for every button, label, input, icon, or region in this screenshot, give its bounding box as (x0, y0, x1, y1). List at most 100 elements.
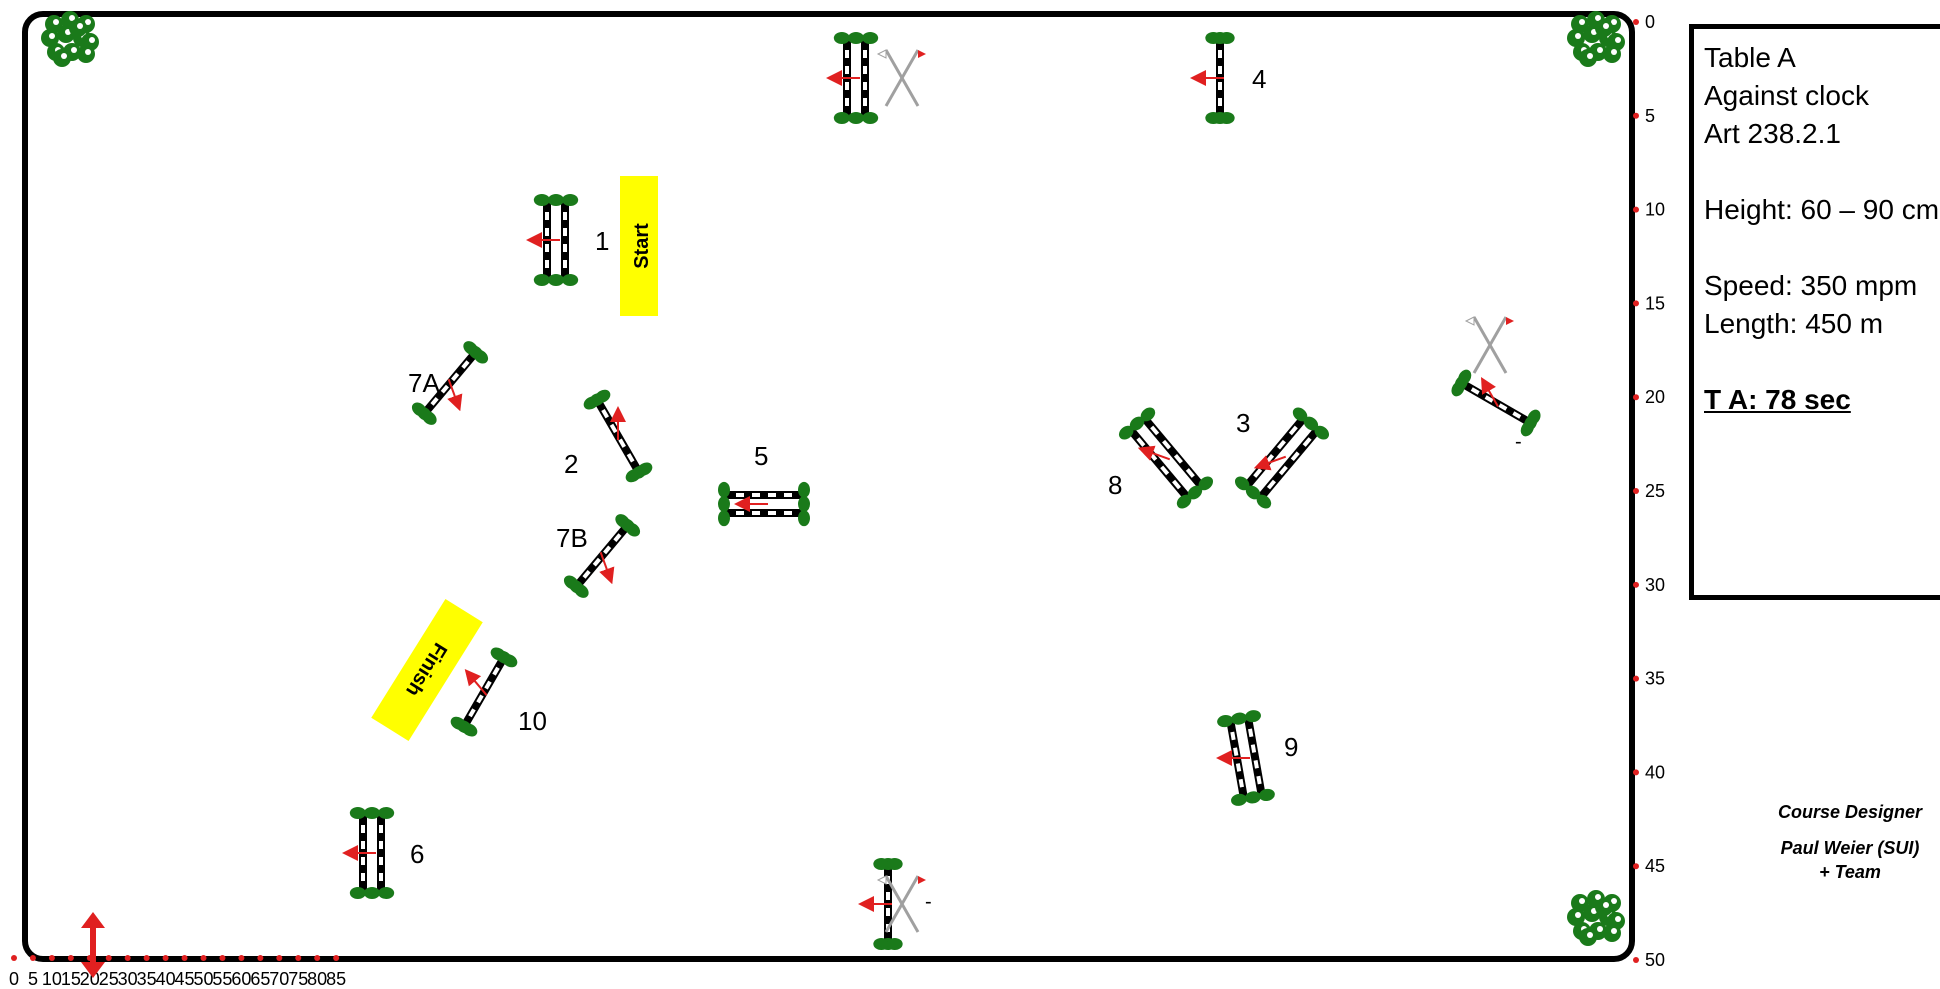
y-tick-label: 20 (1645, 387, 1665, 407)
x-tick-mark (29, 955, 36, 961)
x-tick-label: 80 (307, 969, 327, 989)
x-tick-mark (276, 955, 283, 961)
x-tick-mark (333, 955, 340, 961)
x-tick-label: 25 (99, 969, 119, 989)
x-tick-label: 75 (288, 969, 308, 989)
crossed-poles (876, 49, 1514, 933)
x-tick-mark (314, 955, 321, 961)
y-tick-label: 15 (1645, 293, 1665, 313)
y-tick-label: 40 (1645, 762, 1665, 782)
y-tick-label: 10 (1645, 200, 1665, 220)
dash-mark: - (1515, 431, 1522, 453)
fence-label-10: 10 (518, 706, 547, 736)
start-banner: Start (620, 176, 658, 316)
x-tick-label: 0 (9, 969, 19, 989)
fence-label-2: 2 (564, 449, 578, 479)
x-tick-label: 55 (212, 969, 232, 989)
fence-label-9: 9 (1284, 732, 1298, 762)
x-tick-mark (295, 955, 302, 961)
x-tick-mark (11, 955, 17, 961)
fence-label-7b: 7B (556, 523, 588, 553)
fences (342, 32, 1541, 950)
fence-label-5: 5 (754, 441, 768, 471)
x-tick-mark (257, 955, 264, 961)
fence-2 (583, 389, 653, 483)
speed-info: Speed: 350 mpm (1704, 270, 1918, 301)
x-tick-label: 40 (156, 969, 176, 989)
table-type: Table A (1704, 42, 1796, 73)
height-info: Height: 60 – 90 cm (1704, 194, 1940, 225)
y-tick-mark (1633, 581, 1639, 588)
x-tick-mark (200, 955, 207, 961)
y-tick-label: 35 (1645, 669, 1665, 689)
fence-4 (1190, 32, 1235, 124)
start-label: Start (631, 223, 653, 269)
arena-border (22, 11, 1635, 962)
y-tick-label: 30 (1645, 575, 1665, 595)
y-tick-mark (1633, 675, 1639, 682)
fence-7b (563, 514, 641, 598)
fence-entry (826, 32, 879, 124)
y-tick-label: 5 (1645, 106, 1655, 126)
x-tick-mark (238, 955, 245, 961)
fence-8 (1118, 407, 1214, 509)
fence-6 (342, 807, 395, 899)
y-axis: 0 5 10 15 20 25 30 35 40 45 50 (1633, 12, 1665, 970)
x-tick-label: 15 (61, 969, 81, 989)
time-allowed: T A: 78 sec (1704, 384, 1851, 415)
y-tick-mark (1633, 206, 1639, 213)
x-tick-mark (124, 955, 131, 961)
x-tick-mark (105, 955, 112, 961)
x-tick-label: 50 (193, 969, 213, 989)
flower-bed-top-right (1567, 11, 1625, 67)
y-tick-label: 50 (1645, 950, 1665, 970)
x-tick-label: 35 (137, 969, 157, 989)
fence-3 (1234, 407, 1330, 509)
fence-label-8: 8 (1108, 470, 1122, 500)
x-tick-mark (143, 955, 150, 961)
fence-label-4: 4 (1252, 64, 1266, 94)
y-tick-mark (1633, 863, 1639, 870)
article: Art 238.2.1 (1704, 118, 1841, 149)
y-tick-mark (1633, 488, 1639, 495)
x-tick-label: 85 (326, 969, 346, 989)
course-designer-title: Course Designer (1777, 802, 1923, 822)
fence-1 (526, 194, 579, 286)
course-designer-name: Paul Weier (SUI) (1780, 838, 1920, 858)
x-tick-label: 65 (250, 969, 270, 989)
clock-type: Against clock (1704, 80, 1869, 111)
fence-7a (411, 341, 489, 425)
flower-bed-top-left (41, 11, 99, 67)
x-tick-mark (162, 955, 169, 961)
fence-label-7a: 7A (408, 368, 440, 398)
x-tick-label: 5 (28, 969, 38, 989)
x-tick-mark (219, 955, 226, 961)
fence-label-6: 6 (410, 839, 424, 869)
y-tick-mark (1633, 300, 1639, 307)
x-tick-mark (48, 955, 55, 961)
y-tick-label: 0 (1645, 12, 1655, 32)
y-tick-mark (1633, 957, 1639, 964)
fence-9 (1215, 710, 1275, 806)
x-tick-label: 70 (269, 969, 289, 989)
x-tick-label: 10 (42, 969, 62, 989)
x-tick-label: 30 (118, 969, 138, 989)
flower-bed-bottom-right (1567, 890, 1625, 946)
y-tick-label: 45 (1645, 856, 1665, 876)
fence-right (1451, 369, 1541, 437)
course-designer-team: + Team (1819, 862, 1881, 882)
fence-10 (450, 647, 518, 737)
course-info-box: Table A Against clock Art 238.2.1 Height… (1689, 24, 1940, 600)
x-tick-label: 45 (175, 969, 195, 989)
fence-label-3: 3 (1236, 408, 1250, 438)
fence-bottom (858, 858, 903, 950)
fence-label-1: 1 (595, 226, 609, 256)
x-tick-mark (67, 955, 74, 961)
dash-mark: - (925, 891, 932, 913)
y-tick-mark (1633, 19, 1639, 25)
y-tick-mark (1633, 394, 1639, 401)
y-tick-label: 25 (1645, 481, 1665, 501)
y-tick-mark (1633, 112, 1639, 119)
